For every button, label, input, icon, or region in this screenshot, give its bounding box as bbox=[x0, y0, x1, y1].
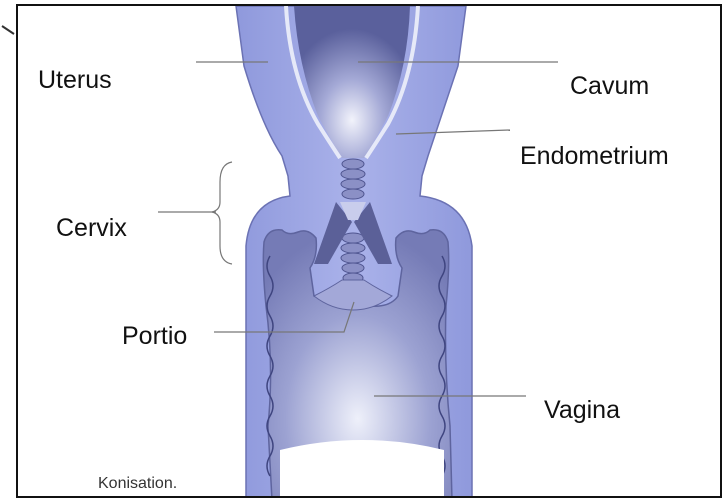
vaginal-opening bbox=[280, 440, 444, 498]
label-vagina: Vagina bbox=[544, 398, 620, 423]
cervix-bracket bbox=[212, 162, 232, 264]
label-cervix: Cervix bbox=[56, 216, 127, 241]
figure-caption: Konisation. bbox=[98, 476, 177, 492]
figure-frame: Uterus Cavum Endometrium Cervix Portio V… bbox=[16, 4, 722, 498]
label-cavum: Cavum bbox=[570, 74, 649, 99]
label-uterus: Uterus bbox=[38, 68, 112, 93]
label-portio: Portio bbox=[122, 324, 187, 349]
label-endometrium: Endometrium bbox=[520, 144, 669, 169]
